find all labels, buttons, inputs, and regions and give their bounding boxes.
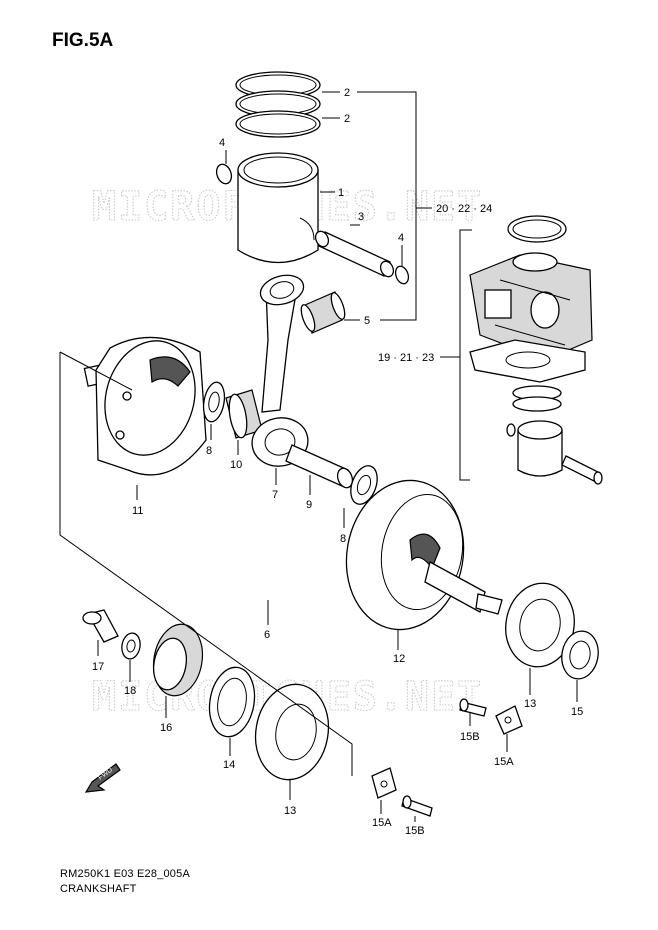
crankshaft-right-half[interactable] bbox=[335, 471, 503, 639]
callout-13-right: 13 bbox=[524, 698, 536, 710]
crank-pin[interactable] bbox=[285, 444, 355, 490]
callout-5: 5 bbox=[364, 315, 370, 327]
figure-code: RM250K1 E03 E28_005A bbox=[60, 868, 190, 880]
callout-8-right: 8 bbox=[340, 533, 346, 545]
callout-14: 14 bbox=[223, 759, 235, 771]
callout-18: 18 bbox=[124, 685, 136, 697]
figure-caption: CRANKSHAFT bbox=[60, 883, 137, 895]
callout-6: 6 bbox=[264, 629, 270, 641]
callout-12: 12 bbox=[393, 653, 405, 665]
oil-seal-left[interactable] bbox=[204, 664, 259, 741]
callout-15a-lower: 15A bbox=[372, 817, 392, 829]
callout-17: 17 bbox=[92, 661, 104, 673]
forward-arrow-icon: FWD bbox=[84, 763, 121, 793]
crankshaft-nut[interactable] bbox=[82, 609, 119, 643]
circlip-left[interactable] bbox=[214, 162, 234, 186]
crank-bearing-right[interactable] bbox=[499, 578, 581, 673]
washer[interactable] bbox=[120, 632, 142, 661]
cylinder-kit-rings[interactable] bbox=[512, 385, 562, 412]
callout-7: 7 bbox=[272, 489, 278, 501]
bearing-retainer-lower[interactable] bbox=[371, 767, 397, 799]
callout-8-left: 8 bbox=[206, 445, 212, 457]
primary-drive-gear[interactable] bbox=[148, 620, 208, 699]
connecting-rod[interactable] bbox=[248, 271, 311, 471]
cylinder-block[interactable] bbox=[469, 252, 593, 361]
callout-15a-upper: 15A bbox=[494, 756, 514, 768]
callout-15b-lower: 15B bbox=[405, 825, 425, 837]
callout-20-22-24: 20 · 22 · 24 bbox=[436, 203, 492, 215]
piston-pin[interactable] bbox=[313, 229, 396, 279]
oil-seal-right[interactable] bbox=[558, 628, 602, 682]
cylinder-base-gasket[interactable] bbox=[469, 339, 586, 383]
crank-bearing-left[interactable] bbox=[248, 678, 336, 785]
retainer-screw[interactable] bbox=[459, 698, 487, 717]
cylinder-kit-piston[interactable] bbox=[506, 420, 563, 477]
callout-9: 9 bbox=[306, 499, 312, 511]
shim-washer-right[interactable] bbox=[346, 462, 382, 508]
callout-4-left: 4 bbox=[219, 137, 225, 149]
callout-2-lower: 2 bbox=[344, 113, 350, 125]
needle-bearing-big-end[interactable] bbox=[225, 389, 263, 439]
callout-16: 16 bbox=[160, 722, 172, 734]
piston-ring-third[interactable] bbox=[235, 110, 321, 138]
needle-bearing-small-end[interactable] bbox=[299, 291, 348, 334]
crankshaft-left-half[interactable] bbox=[83, 331, 207, 476]
shim-washer-left[interactable] bbox=[201, 381, 228, 424]
callout-4-right: 4 bbox=[398, 232, 404, 244]
circlip-right[interactable] bbox=[393, 264, 410, 285]
callout-15b-upper: 15B bbox=[460, 731, 480, 743]
callout-1: 1 bbox=[338, 187, 344, 199]
cylinder-head-gasket[interactable] bbox=[507, 215, 567, 243]
piston[interactable] bbox=[237, 152, 319, 264]
callout-15: 15 bbox=[571, 706, 583, 718]
cylinder-kit-pin[interactable] bbox=[561, 455, 603, 485]
callout-11: 11 bbox=[132, 505, 143, 517]
callout-13-left: 13 bbox=[284, 805, 296, 817]
retainer-screw-lower[interactable] bbox=[401, 795, 433, 817]
callout-2-upper: 2 bbox=[344, 87, 350, 99]
callout-10: 10 bbox=[230, 459, 242, 471]
callout-3: 3 bbox=[358, 211, 364, 223]
figure-title: FIG.5A bbox=[52, 30, 114, 51]
callout-19-21-23: 19 · 21 · 23 bbox=[378, 352, 434, 364]
bearing-retainer[interactable] bbox=[495, 705, 523, 735]
